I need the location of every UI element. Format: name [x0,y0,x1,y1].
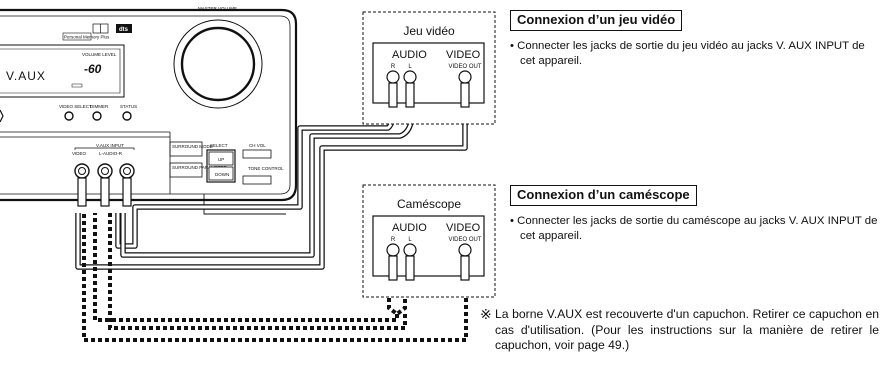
receiver-body [0,8,298,202]
camcorder-section-title: Connexion d’un caméscope [510,185,697,206]
vaux-audio-r-jack[interactable] [119,163,135,179]
ch-vol-button[interactable] [242,149,272,159]
ch-vol-label: CH VOL [249,143,266,148]
master-volume-knob[interactable] [180,26,256,102]
down-button[interactable] [208,166,234,181]
surround-parameter-label: SURROUND PARAMETER [172,165,228,170]
camcorder-l-label: L [408,237,412,243]
game-connection-section: Connexion d’un jeu vidéo • Connecter les… [510,10,878,68]
game-audio-l-jack [403,70,417,84]
camcorder-audio-label: AUDIO [392,222,427,234]
camcorder-section-instruction: • Connecter les jacks de sortie du camés… [510,215,878,242]
vaux-video-jack[interactable] [74,163,90,179]
game-video-label: VIDEO [446,49,481,61]
game-audio-label: AUDIO [392,49,427,61]
surround-mode-label: SURROUND MODE [172,144,213,149]
personal-memory-badge [62,32,92,41]
surround-mode-button[interactable] [169,141,203,157]
vaux-video-label: VIDEO [72,151,87,156]
master-volume-label: MASTER VOLUME [198,6,237,11]
status-button[interactable] [122,111,132,121]
camcorder-connection-section: Connexion d’un caméscope • Connecter les… [510,185,878,243]
game-device-box: Jeu vidéo AUDIO VIDEO R L VIDEO OUT [362,11,496,125]
master-volume-ring [173,19,263,109]
game-l-label: L [408,64,412,70]
select-rocker [206,149,236,183]
dts-logo [116,24,132,33]
vaux-input-label: V.AUX INPUT [96,143,124,148]
receiver-inner-edge [0,15,291,195]
dimmer-button[interactable] [92,111,102,121]
game-audio-r-jack [386,70,400,84]
tone-control-label: TONE CONTROL [248,166,284,171]
vaux-audio-l-jack[interactable] [97,163,113,179]
note-mark: ※ [480,306,492,322]
select-label: SELECT [210,143,228,148]
camcorder-video-out-label: VIDEO OUT [448,237,481,243]
camcorder-audio-l-jack [403,243,417,257]
camcorder-video-out-jack [458,243,472,257]
receiver-plugs [77,177,132,207]
connection-diagram: Personal Memory Plus dts VOLUME LEVEL V.… [0,6,496,342]
vaux-cap-note: ※ La borne V.AUX est recouverte d'un cap… [480,306,879,354]
display-level-text: -60 [84,62,102,76]
receiver-front-panel: Personal Memory Plus dts VOLUME LEVEL V.… [0,6,298,215]
video-select-label: VIDEO SELECT [59,104,92,109]
game-r-label: R [391,64,396,70]
up-button[interactable] [208,151,234,166]
camcorder-r-label: R [391,237,396,243]
display-source-text: V.AUX [6,69,46,83]
game-video-out-jack [458,70,472,84]
up-label: UP [218,157,224,162]
tone-control-button[interactable] [242,175,272,185]
down-label: DOWN [215,172,229,177]
camcorder-video-label: VIDEO [446,222,481,234]
game-box-title: Jeu vidéo [403,24,455,38]
camcorder-box-title: Caméscope [397,197,461,211]
video-select-button[interactable] [64,111,74,121]
note-text: La borne V.AUX est recouverte d'un capuc… [495,307,879,352]
camcorder-device-box: Caméscope AUDIO VIDEO R L VIDEO OUT [362,184,496,298]
volume-level-label: VOLUME LEVEL [82,52,117,57]
status-label: STATUS [120,104,137,109]
game-section-title: Connexion d’un jeu vidéo [510,10,683,31]
game-video-out-label: VIDEO OUT [448,64,481,70]
camcorder-audio-r-jack [386,243,400,257]
vaux-audio-label: L-AUDIO-R [99,151,123,156]
display-window: VOLUME LEVEL V.AUX -60 [0,44,125,98]
game-section-instruction: • Connecter les jacks de sortie du jeu v… [510,40,865,67]
surround-parameter-button[interactable] [169,162,203,178]
personal-memory-text: Personal Memory Plus [64,35,110,40]
dts-logo-text: dts [119,27,129,33]
dimmer-label: DIMMER [90,104,109,109]
camcorder-cables [82,213,468,342]
